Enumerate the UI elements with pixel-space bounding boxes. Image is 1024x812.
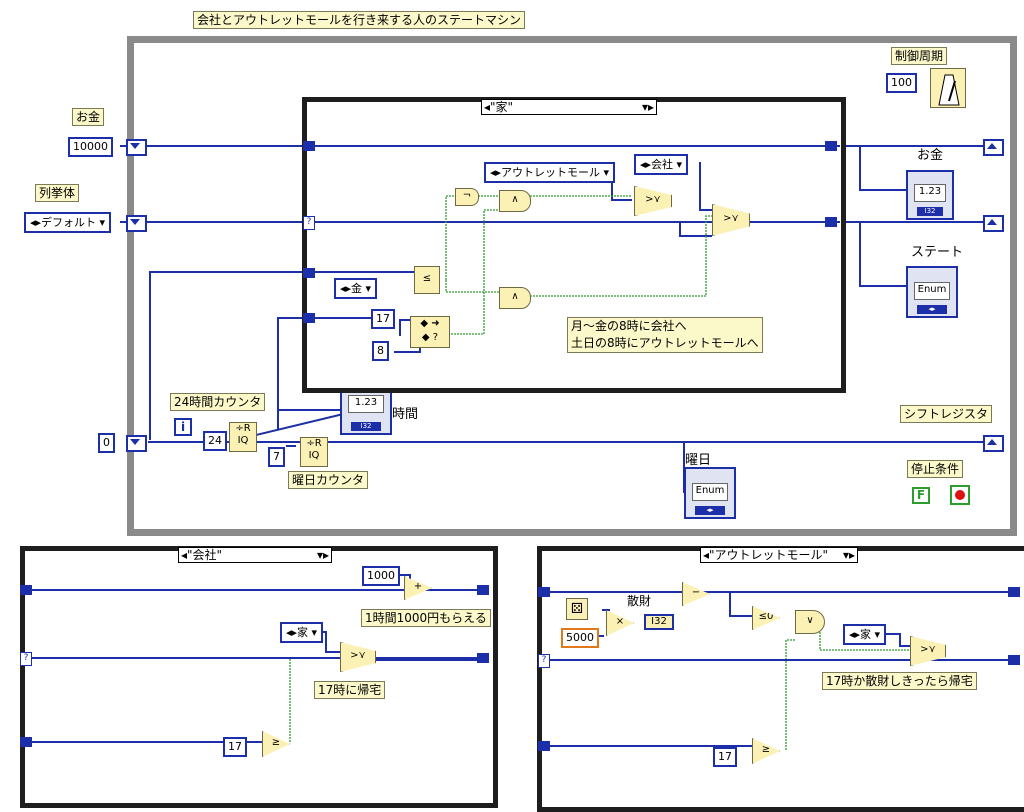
- hour-indicator-type: I32: [351, 422, 381, 431]
- to-i32-node[interactable]: I32: [644, 614, 674, 630]
- enum-control-label: 列挙体: [35, 184, 80, 202]
- case-selector-company[interactable]: ◂"会社"▾▸: [178, 547, 332, 563]
- stop-condition-label: 停止条件: [907, 460, 964, 478]
- enum-arrows-icon: ◂▸: [30, 216, 42, 229]
- enum-home-value-outlet: 家: [860, 628, 872, 641]
- case-selector-home[interactable]: ◂"家"▾▸: [481, 99, 657, 115]
- enum-initial-value: デフォルト: [41, 216, 97, 229]
- state-indicator-type: ◂▸: [917, 305, 947, 314]
- diagram-title: 会社とアウトレットモールを行き来する人のステートマシン: [193, 11, 526, 29]
- tunnel-home-state-in: ?: [303, 216, 315, 230]
- shift-register-right-money[interactable]: [983, 139, 1004, 156]
- money-control-label: お金: [72, 108, 105, 126]
- money-indicator-label: お金: [917, 148, 944, 163]
- weekday-indicator-value: Enum: [692, 483, 728, 501]
- hour-label: 時間: [392, 407, 419, 422]
- hour-indicator[interactable]: 1.23 I32: [340, 389, 392, 435]
- company-pay-comment: 1時間1000円もらえる: [361, 609, 491, 627]
- less-equal-node[interactable]: ≤: [414, 266, 440, 294]
- enum-outlet-value: アウトレットモール: [501, 166, 601, 179]
- loop-iteration-terminal: i: [174, 418, 192, 436]
- money-initial-constant[interactable]: 10000: [68, 137, 113, 157]
- tunnel-home-state-out: [825, 217, 837, 227]
- random-dice-icon: ⚄: [566, 598, 588, 620]
- hour-indicator-value: 1.23: [348, 395, 384, 413]
- enum-company-value: 会社: [651, 158, 674, 171]
- wait-metronome-icon: [930, 68, 966, 108]
- tunnel-company-money-in: [20, 585, 32, 595]
- shift-register-label: シフトレジスタ: [900, 405, 993, 423]
- enum-home-constant-outlet[interactable]: ◂▸家 ▾: [843, 624, 887, 645]
- tunnel-home-money-in: [303, 141, 315, 151]
- shift-register-right-state[interactable]: [983, 215, 1004, 232]
- case-selector-company-text: "会社": [187, 548, 223, 562]
- enum-friday-constant[interactable]: ◂▸金 ▾: [334, 278, 378, 299]
- while-loop-frame: [127, 36, 1017, 536]
- shift-register-left-state[interactable]: [126, 215, 147, 232]
- control-period-constant[interactable]: 100: [886, 73, 917, 93]
- shift-register-right-counter[interactable]: [983, 435, 1004, 452]
- outlet-comment: 17時か散財しきったら帰宅: [822, 672, 977, 690]
- tunnel-company-hour-in: [20, 737, 32, 747]
- tunnel-home-hour-in: [303, 313, 315, 323]
- state-indicator[interactable]: Enum ◂▸: [906, 266, 958, 318]
- money-indicator-type: I32: [917, 207, 943, 216]
- zero-initial-constant[interactable]: 0: [98, 433, 115, 453]
- tunnel-company-state-out: [477, 653, 489, 663]
- stop-false-constant[interactable]: F: [912, 487, 930, 504]
- counter-24h-label: 24時間カウンタ: [170, 393, 266, 411]
- case-selector-outlet[interactable]: ◂"アウトレットモール"▾▸: [700, 547, 858, 563]
- case-structure-company: [20, 546, 498, 808]
- home-comment: 月～金の8時に会社へ 土日の8時にアウトレットモールへ: [567, 317, 763, 353]
- const-17-home[interactable]: 17: [371, 309, 395, 329]
- loop-condition-stop-icon[interactable]: [950, 485, 970, 505]
- enum-initial-constant[interactable]: ◂▸デフォルト ▾: [24, 212, 112, 233]
- case-selector-outlet-text: "アウトレットモール": [709, 548, 829, 562]
- const-1000[interactable]: 1000: [362, 566, 400, 586]
- const-8-home[interactable]: 8: [372, 341, 389, 361]
- case-selector-home-text: "家": [490, 100, 514, 114]
- tunnel-outlet-money-in: [538, 587, 550, 597]
- control-period-label: 制御周期: [891, 47, 948, 65]
- company-home-comment: 17時に帰宅: [314, 681, 386, 699]
- tunnel-outlet-money-out: [1008, 587, 1020, 597]
- enum-home-constant-company[interactable]: ◂▸家 ▾: [280, 622, 324, 643]
- money-indicator-value: 1.23: [914, 184, 946, 202]
- home-comment-line1: 月～金の8時に会社へ: [571, 319, 687, 333]
- enum-friday-value: 金: [351, 282, 363, 295]
- or-node[interactable]: ∨: [795, 610, 825, 634]
- enum-outlet-constant[interactable]: ◂▸アウトレットモール ▾: [484, 162, 616, 183]
- const-17-company[interactable]: 17: [223, 737, 247, 757]
- const-24[interactable]: 24: [203, 431, 227, 451]
- state-indicator-label: ステート: [911, 245, 964, 260]
- tunnel-company-money-out: [477, 585, 489, 595]
- tunnel-company-state-in: ?: [20, 652, 32, 666]
- tunnel-home-weekday-in: [303, 268, 315, 278]
- enum-home-value-company: 家: [297, 626, 309, 639]
- weekday-indicator[interactable]: Enum ◂▸: [684, 467, 736, 519]
- const-5000[interactable]: 5000: [561, 628, 599, 648]
- tunnel-outlet-state-in: ?: [538, 654, 550, 668]
- waste-label: 散財: [627, 594, 652, 608]
- tunnel-outlet-hour-in: [538, 741, 550, 751]
- money-indicator[interactable]: 1.23 I32: [906, 170, 954, 220]
- const-17-outlet[interactable]: 17: [713, 747, 737, 767]
- tunnel-outlet-state-out: [1008, 655, 1020, 665]
- not-node[interactable]: ¬: [455, 188, 479, 206]
- shift-register-left-money[interactable]: [126, 139, 147, 156]
- home-comment-line2: 土日の8時にアウトレットモールへ: [571, 336, 759, 350]
- enum-company-constant[interactable]: ◂▸会社 ▾: [634, 154, 689, 175]
- weekday-indicator-type: ◂▸: [695, 506, 725, 515]
- shift-register-left-counter[interactable]: [126, 435, 147, 452]
- in-range-node[interactable]: ◆ ➜◆ ?: [410, 316, 450, 348]
- weekday-label: 曜日: [685, 453, 712, 468]
- state-indicator-value: Enum: [914, 282, 950, 300]
- and-node-bottom[interactable]: ∧: [499, 287, 531, 309]
- and-node-top[interactable]: ∧: [499, 190, 531, 212]
- tunnel-home-money-out: [825, 141, 837, 151]
- const-7[interactable]: 7: [268, 447, 285, 467]
- weekday-counter-label: 曜日カウンタ: [288, 471, 369, 489]
